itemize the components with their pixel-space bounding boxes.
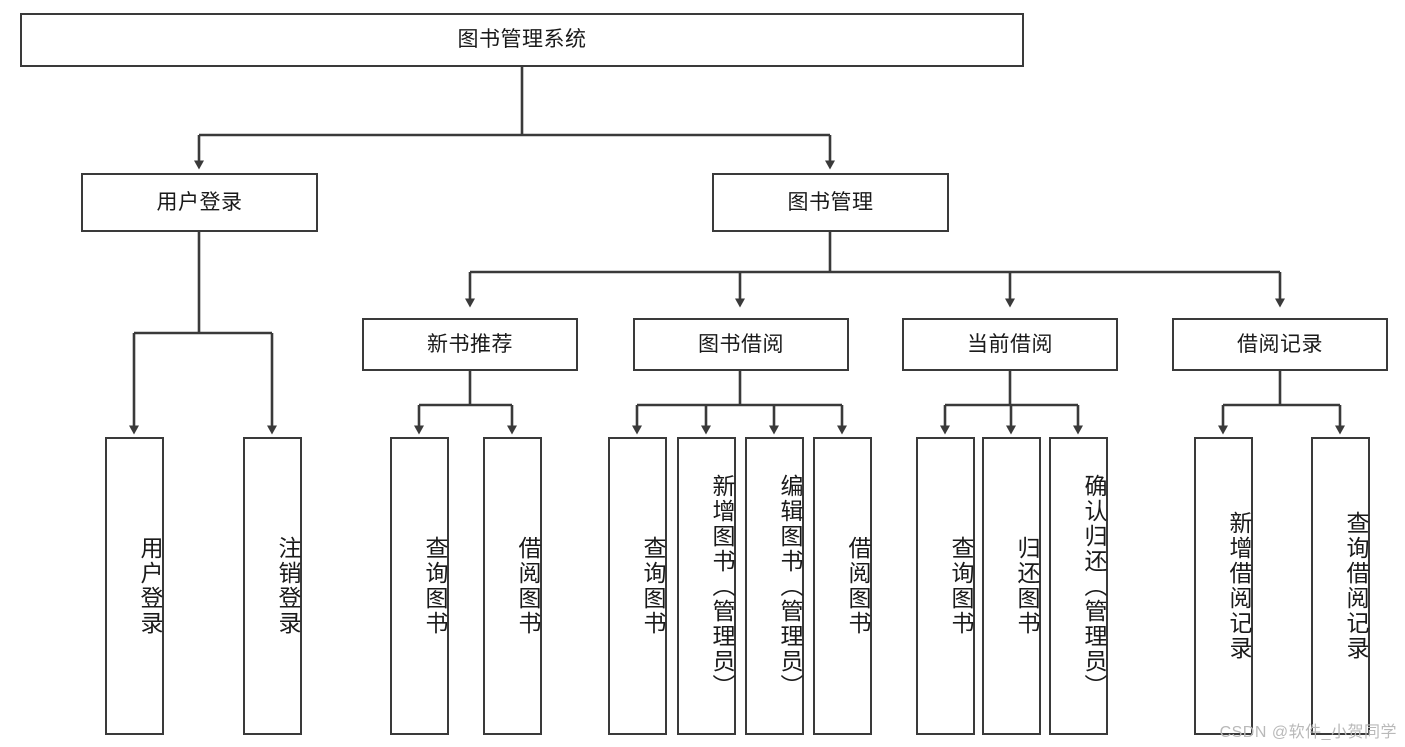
node-root[interactable]: 图书管理系统: [20, 13, 1024, 67]
leaf-add-borrow-record[interactable]: 新增借阅记录: [1194, 437, 1253, 735]
node-borrow-record[interactable]: 借阅记录: [1172, 318, 1388, 371]
node-book-management[interactable]: 图书管理: [712, 173, 949, 232]
leaf-add-borrow-record-label: 新增借阅记录: [1226, 511, 1252, 661]
leaf-user-login-label: 用户登录: [137, 536, 163, 636]
leaf-add-book-admin-label: 新增图书（管理员）: [709, 473, 735, 699]
leaf-add-book-admin[interactable]: 新增图书（管理员）: [677, 437, 736, 735]
csdn-watermark: CSDN @软件_小贺同学: [1219, 724, 1397, 741]
leaf-logout-login[interactable]: 注销登录: [243, 437, 302, 735]
leaf-query-book-3-label: 查询图书: [948, 536, 974, 636]
node-root-label: 图书管理系统: [457, 28, 587, 52]
node-user-login[interactable]: 用户登录: [81, 173, 318, 232]
leaf-query-book-1-label: 查询图书: [422, 536, 448, 636]
leaf-borrow-book-1-label: 借阅图书: [515, 536, 541, 636]
leaf-query-borrow-record[interactable]: 查询借阅记录: [1311, 437, 1370, 735]
leaf-borrow-book-2[interactable]: 借阅图书: [813, 437, 872, 735]
leaf-query-book-3[interactable]: 查询图书: [916, 437, 975, 735]
node-current-borrow-label: 当前借阅: [967, 332, 1053, 356]
node-current-borrow[interactable]: 当前借阅: [902, 318, 1118, 371]
node-book-borrow-label: 图书借阅: [698, 332, 784, 356]
leaf-user-login[interactable]: 用户登录: [105, 437, 164, 735]
leaf-confirm-return-admin[interactable]: 确认归还（管理员）: [1049, 437, 1108, 735]
leaf-edit-book-admin[interactable]: 编辑图书（管理员）: [745, 437, 804, 735]
leaf-query-book-1[interactable]: 查询图书: [390, 437, 449, 735]
node-book-management-label: 图书管理: [787, 190, 874, 214]
leaf-edit-book-admin-label: 编辑图书（管理员）: [777, 473, 803, 699]
node-new-book-recommend-label: 新书推荐: [427, 332, 513, 356]
node-user-login-label: 用户登录: [156, 190, 243, 214]
node-book-borrow[interactable]: 图书借阅: [633, 318, 849, 371]
node-borrow-record-label: 借阅记录: [1237, 332, 1323, 356]
node-new-book-recommend[interactable]: 新书推荐: [362, 318, 578, 371]
leaf-return-book-label: 归还图书: [1014, 536, 1040, 636]
leaf-query-borrow-record-label: 查询借阅记录: [1343, 511, 1369, 661]
leaf-borrow-book-1[interactable]: 借阅图书: [483, 437, 542, 735]
leaf-borrow-book-2-label: 借阅图书: [845, 536, 871, 636]
leaf-query-book-2[interactable]: 查询图书: [608, 437, 667, 735]
leaf-confirm-return-admin-label: 确认归还（管理员）: [1081, 473, 1107, 699]
leaf-return-book[interactable]: 归还图书: [982, 437, 1041, 735]
leaf-logout-login-label: 注销登录: [275, 536, 301, 636]
leaf-query-book-2-label: 查询图书: [640, 536, 666, 636]
